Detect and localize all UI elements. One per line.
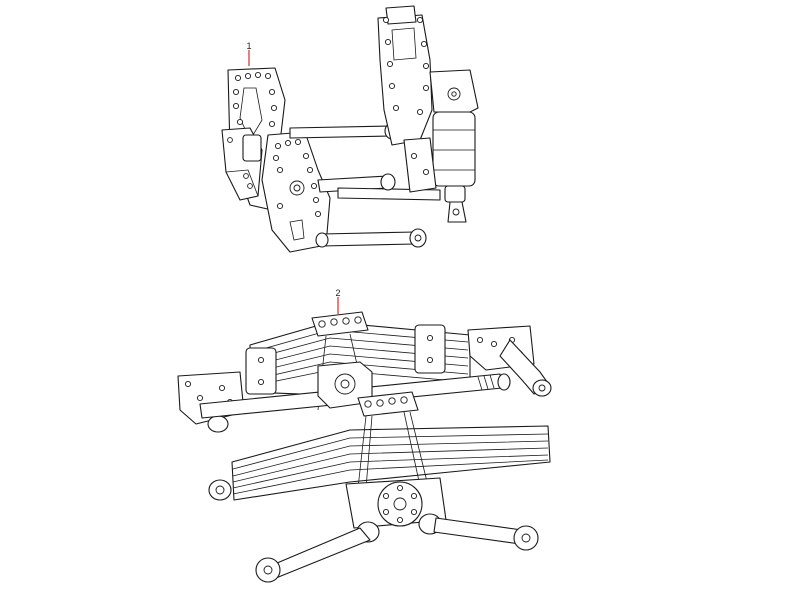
callout-label-2: 2 [335,288,340,298]
front-leaf-spring [231,425,551,501]
callout-1: 1 [246,41,252,66]
callout-2: 2 [335,288,341,314]
assembly-1-bracket-linkage [221,5,479,253]
callout-label-1: 1 [246,41,251,51]
assembly-2-leaf-spring-suspension [177,311,552,583]
